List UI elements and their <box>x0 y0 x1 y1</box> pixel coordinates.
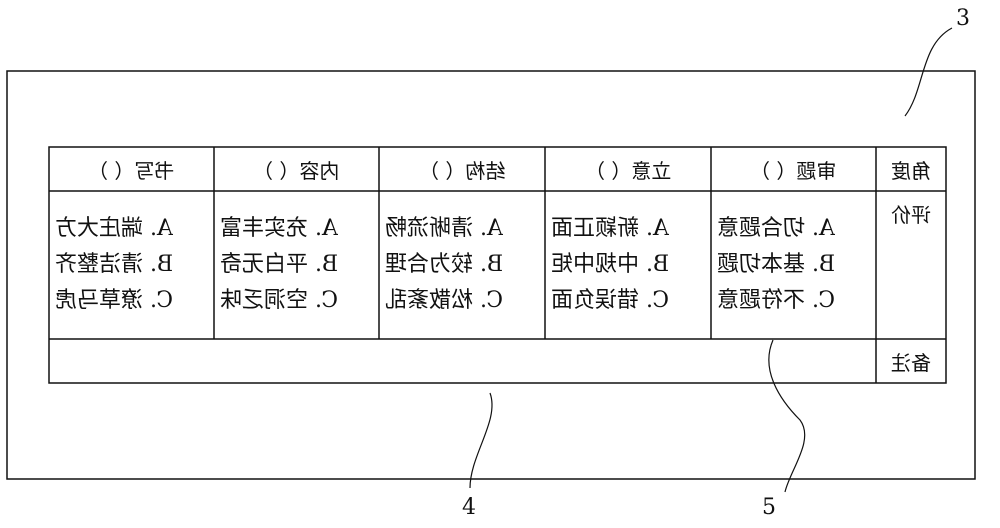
ref-numeral-3: 3 <box>956 6 970 31</box>
ref-numeral-5: 5 <box>762 495 776 520</box>
ref-numeral-4: 4 <box>462 495 476 520</box>
option-neirong-a: A. 充实丰富 <box>220 216 338 241</box>
option-liyi-b: B. 中规中矩 <box>551 252 670 277</box>
option-liyi-a: A. 新颖正面 <box>551 216 669 241</box>
header-jiegou-text: 结构（ ） <box>418 158 506 183</box>
header-shuxie: 书写（ ） <box>49 147 214 191</box>
options-shenti: A. 切合题意 B. 基本切题 C. 不符题意 <box>711 191 876 339</box>
option-shenti-c: C. 不符题意 <box>717 288 836 313</box>
header-jiegou: 结构（ ） <box>379 147 545 191</box>
options-liyi: A. 新颖正面 B. 中规中矩 C. 错误负面 <box>545 191 711 339</box>
header-neirong-text: 内容（ ） <box>253 158 340 183</box>
option-jiegou-b: B. 较为合理 <box>385 252 504 277</box>
option-jiegou-c: C. 松散紊乱 <box>385 288 504 313</box>
header-neirong: 内容（ ） <box>214 147 379 191</box>
label-evaluation: 评价 <box>876 191 946 339</box>
option-shuxie-c: C. 潦草马虎 <box>55 288 174 313</box>
option-neirong-b: B. 平白无奇 <box>220 252 339 277</box>
label-angle: 角度 <box>876 147 946 191</box>
label-evaluation-text: 评价 <box>891 203 931 227</box>
header-shenti: 审题（ ） <box>711 147 876 191</box>
leader-4 <box>469 392 493 489</box>
option-shenti-a: A. 切合题意 <box>717 216 835 241</box>
leader-3 <box>904 27 953 117</box>
options-neirong: A. 充实丰富 B. 平白无奇 C. 空洞乏味 <box>214 191 379 339</box>
header-liyi: 立意（ ） <box>545 147 711 191</box>
header-liyi-text: 立意（ ） <box>584 158 672 183</box>
option-neirong-c: C. 空洞乏味 <box>220 288 339 313</box>
label-angle-text: 角度 <box>891 158 931 183</box>
option-jiegou-a: A. 清晰流畅 <box>385 216 503 241</box>
label-remarks-text: 备注 <box>891 350 931 375</box>
options-jiegou: A. 清晰流畅 B. 较为合理 C. 松散紊乱 <box>379 191 545 339</box>
remarks-field[interactable] <box>49 339 876 383</box>
header-shuxie-text: 书写（ ） <box>88 158 175 183</box>
option-shenti-b: B. 基本切题 <box>717 252 836 277</box>
option-liyi-c: C. 错误负面 <box>551 288 670 313</box>
header-shenti-text: 审题（ ） <box>750 158 837 183</box>
option-shuxie-a: A. 端庄大方 <box>55 216 173 241</box>
label-remarks: 备注 <box>876 339 946 383</box>
options-shuxie: A. 端庄大方 B. 清洁整齐 C. 潦草马虎 <box>49 191 214 339</box>
option-shuxie-b: B. 清洁整齐 <box>55 252 174 277</box>
